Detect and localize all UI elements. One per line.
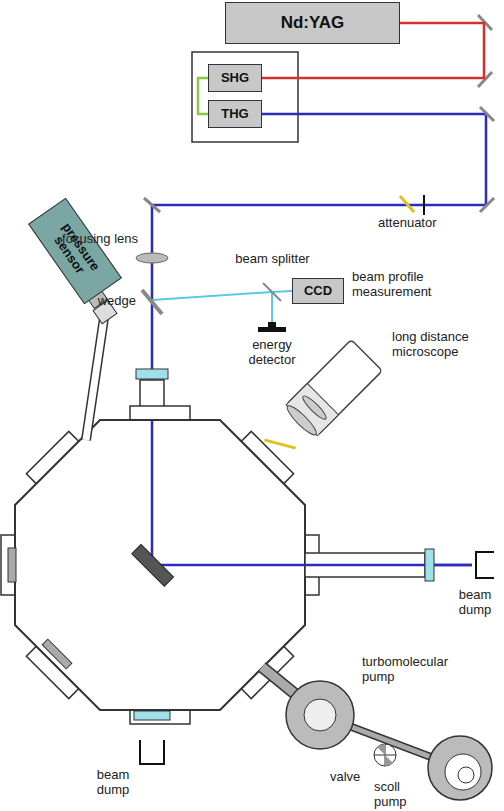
flange (42, 639, 72, 669)
diagnostic-beam (271, 292, 273, 326)
valve (377, 744, 393, 766)
node-text: pressure sensor (36, 203, 114, 298)
part-label: beam dump (88, 768, 138, 798)
uv-beam (305, 564, 472, 567)
node-text: CCD (304, 284, 332, 298)
beam-dump (476, 552, 494, 578)
part-label: valve (330, 770, 372, 785)
microscope (283, 340, 383, 440)
harmonic-box: THG (208, 100, 262, 128)
node-text: SHG (221, 71, 249, 85)
vacuum-chamber (15, 420, 305, 710)
part-label: long distance microscope (392, 330, 500, 360)
part-label: scoll pump (374, 780, 422, 810)
beam-dump (140, 740, 164, 764)
part-label: focusing lens (58, 232, 138, 247)
turbomolecular-pump (286, 681, 354, 749)
attenuator-stop (423, 195, 425, 215)
harmonic-housing (192, 52, 298, 142)
scroll-pump (458, 767, 474, 783)
part-label: energy detector (234, 338, 310, 368)
scroll-pump (428, 736, 492, 800)
scroll-pump (445, 754, 481, 790)
energy-detector (258, 327, 286, 332)
laser-box: Nd:YAG (225, 2, 400, 44)
sensor-box: pressure sensor (28, 198, 122, 305)
mirrors (144, 15, 494, 212)
part-label: beam dump (450, 588, 500, 618)
part-label: turbomolecular pump (362, 655, 472, 685)
sensor-pipe (86, 318, 104, 440)
sensor-pipe (86, 318, 104, 440)
part-label: beam profile measurement (352, 270, 462, 300)
node-text: THG (221, 107, 248, 121)
node-text: Nd:YAG (281, 14, 345, 33)
uv-beam (151, 420, 154, 565)
valve (374, 744, 396, 766)
attenuator-plate (400, 196, 414, 212)
flange (8, 548, 16, 582)
window (425, 549, 434, 581)
energy-detector (268, 322, 276, 327)
filter (264, 433, 295, 456)
harmonic-box: SHG (208, 64, 262, 92)
uv-beam (152, 564, 305, 567)
sample (132, 544, 174, 586)
part-label: wedge (86, 294, 136, 309)
beam-splitter (263, 283, 281, 301)
camera-box: CCD (292, 278, 344, 304)
window (134, 711, 170, 720)
focusing-lens (136, 253, 168, 263)
window (136, 369, 168, 379)
part-label: attenuator (378, 216, 458, 231)
part-label: beam splitter (225, 252, 320, 267)
valve (374, 744, 396, 766)
wedge (142, 290, 162, 314)
laser-beam (198, 78, 208, 114)
chamber-ports (1, 406, 319, 724)
turbomolecular-pump (304, 699, 336, 731)
